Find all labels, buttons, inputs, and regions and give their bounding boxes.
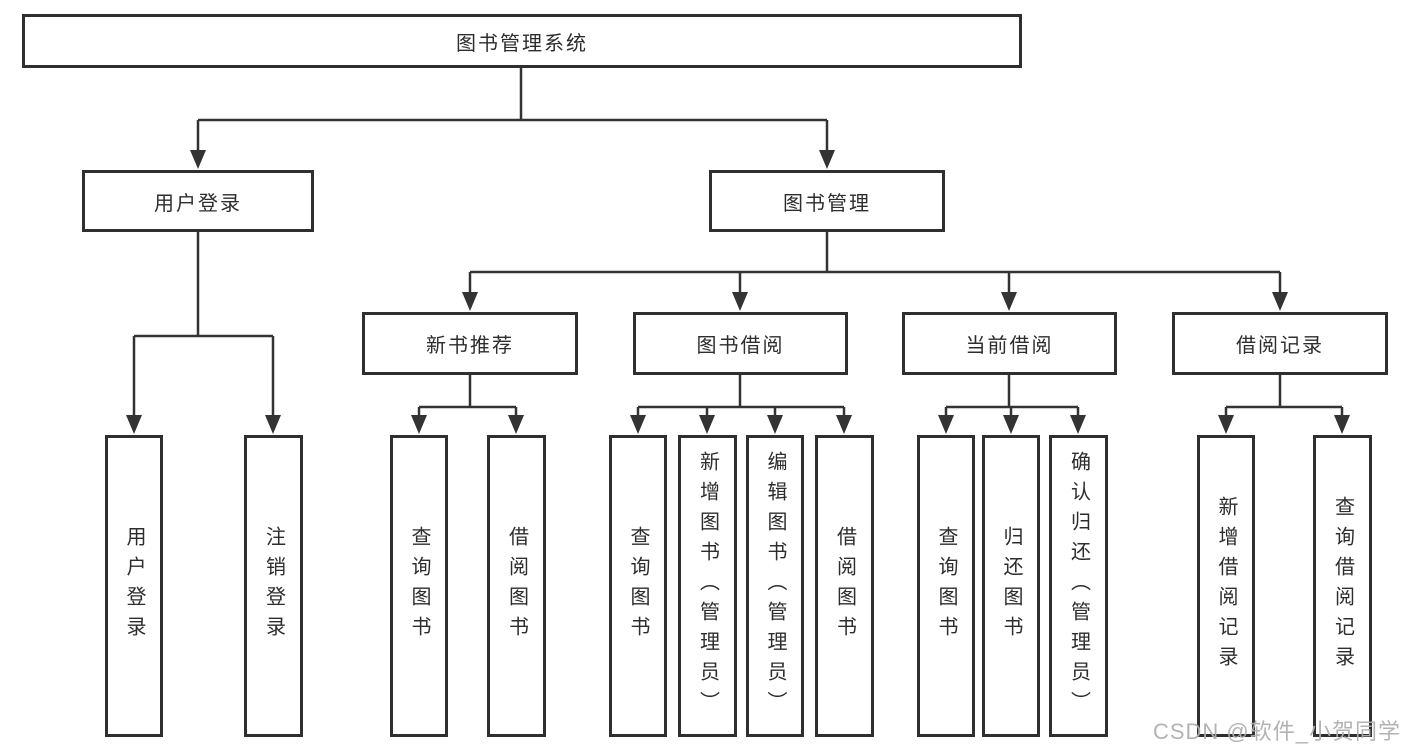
leaf-label: 查询图书 — [627, 526, 649, 646]
leaf-query-books-recommend: 查询图书 — [390, 435, 448, 737]
node-book-borrow: 图书借阅 — [633, 312, 848, 375]
leaf-query-borrow-record: 查询借阅记录 — [1313, 435, 1372, 737]
leaf-query-books-borrow: 查询图书 — [609, 435, 667, 737]
leaf-label: 新增图书（管理员） — [696, 451, 719, 721]
leaf-return-books: 归还图书 — [982, 435, 1040, 737]
leaf-label: 确认归还（管理员） — [1067, 451, 1090, 721]
node-label: 图书借阅 — [696, 335, 785, 357]
node-book-mgmt: 图书管理 — [709, 170, 945, 232]
node-label: 图书管理 — [783, 192, 871, 215]
node-borrow-records: 借阅记录 — [1172, 312, 1388, 375]
leaf-label: 查询借阅记录 — [1331, 496, 1354, 676]
node-current-borrow: 当前借阅 — [902, 312, 1117, 375]
leaf-edit-books-admin: 编辑图书（管理员） — [746, 435, 804, 737]
leaf-logout: 注销登录 — [244, 435, 303, 737]
node-root-system: 图书管理系统 — [22, 14, 1022, 68]
connector-borrow-records — [1224, 375, 1344, 417]
node-label: 借阅记录 — [1236, 335, 1324, 357]
leaf-label: 编辑图书（管理员） — [764, 451, 786, 721]
leaf-borrow-books-recommend: 借阅图书 — [487, 435, 546, 737]
leaf-add-books-admin: 新增图书（管理员） — [678, 435, 737, 737]
connector-book-mgmt — [468, 232, 1282, 294]
node-label: 当前借阅 — [965, 335, 1054, 357]
leaf-label: 用户登录 — [123, 526, 145, 646]
leaf-add-borrow-record: 新增借阅记录 — [1197, 435, 1255, 737]
connector-user-login — [132, 232, 275, 417]
leaf-label: 归还图书 — [1000, 526, 1022, 646]
connector-root — [196, 68, 829, 151]
node-new-book-recommend: 新书推荐 — [362, 312, 578, 375]
leaf-label: 借阅图书 — [833, 526, 856, 646]
leaf-label: 新增借阅记录 — [1215, 496, 1237, 676]
leaf-label: 查询图书 — [408, 526, 430, 646]
connector-current-borrow — [944, 375, 1080, 417]
leaf-query-books-current: 查询图书 — [917, 435, 975, 737]
leaf-label: 借阅图书 — [505, 526, 528, 646]
leaf-confirm-return-admin: 确认归还（管理员） — [1049, 435, 1108, 737]
leaf-label: 查询图书 — [935, 526, 957, 646]
leaf-label: 注销登录 — [262, 526, 285, 646]
node-root-label: 图书管理系统 — [456, 32, 588, 55]
node-user-login: 用户登录 — [82, 170, 314, 232]
leaf-user-login: 用户登录 — [105, 435, 163, 737]
connector-new-book — [417, 375, 518, 417]
node-label: 用户登录 — [154, 192, 242, 215]
node-label: 新书推荐 — [426, 335, 514, 357]
arrowheads — [126, 150, 1350, 434]
csdn-watermark: CSDN @软件_小贺同学 — [1152, 719, 1401, 744]
leaf-borrow-books: 借阅图书 — [815, 435, 874, 737]
connector-book-borrow — [636, 375, 846, 417]
